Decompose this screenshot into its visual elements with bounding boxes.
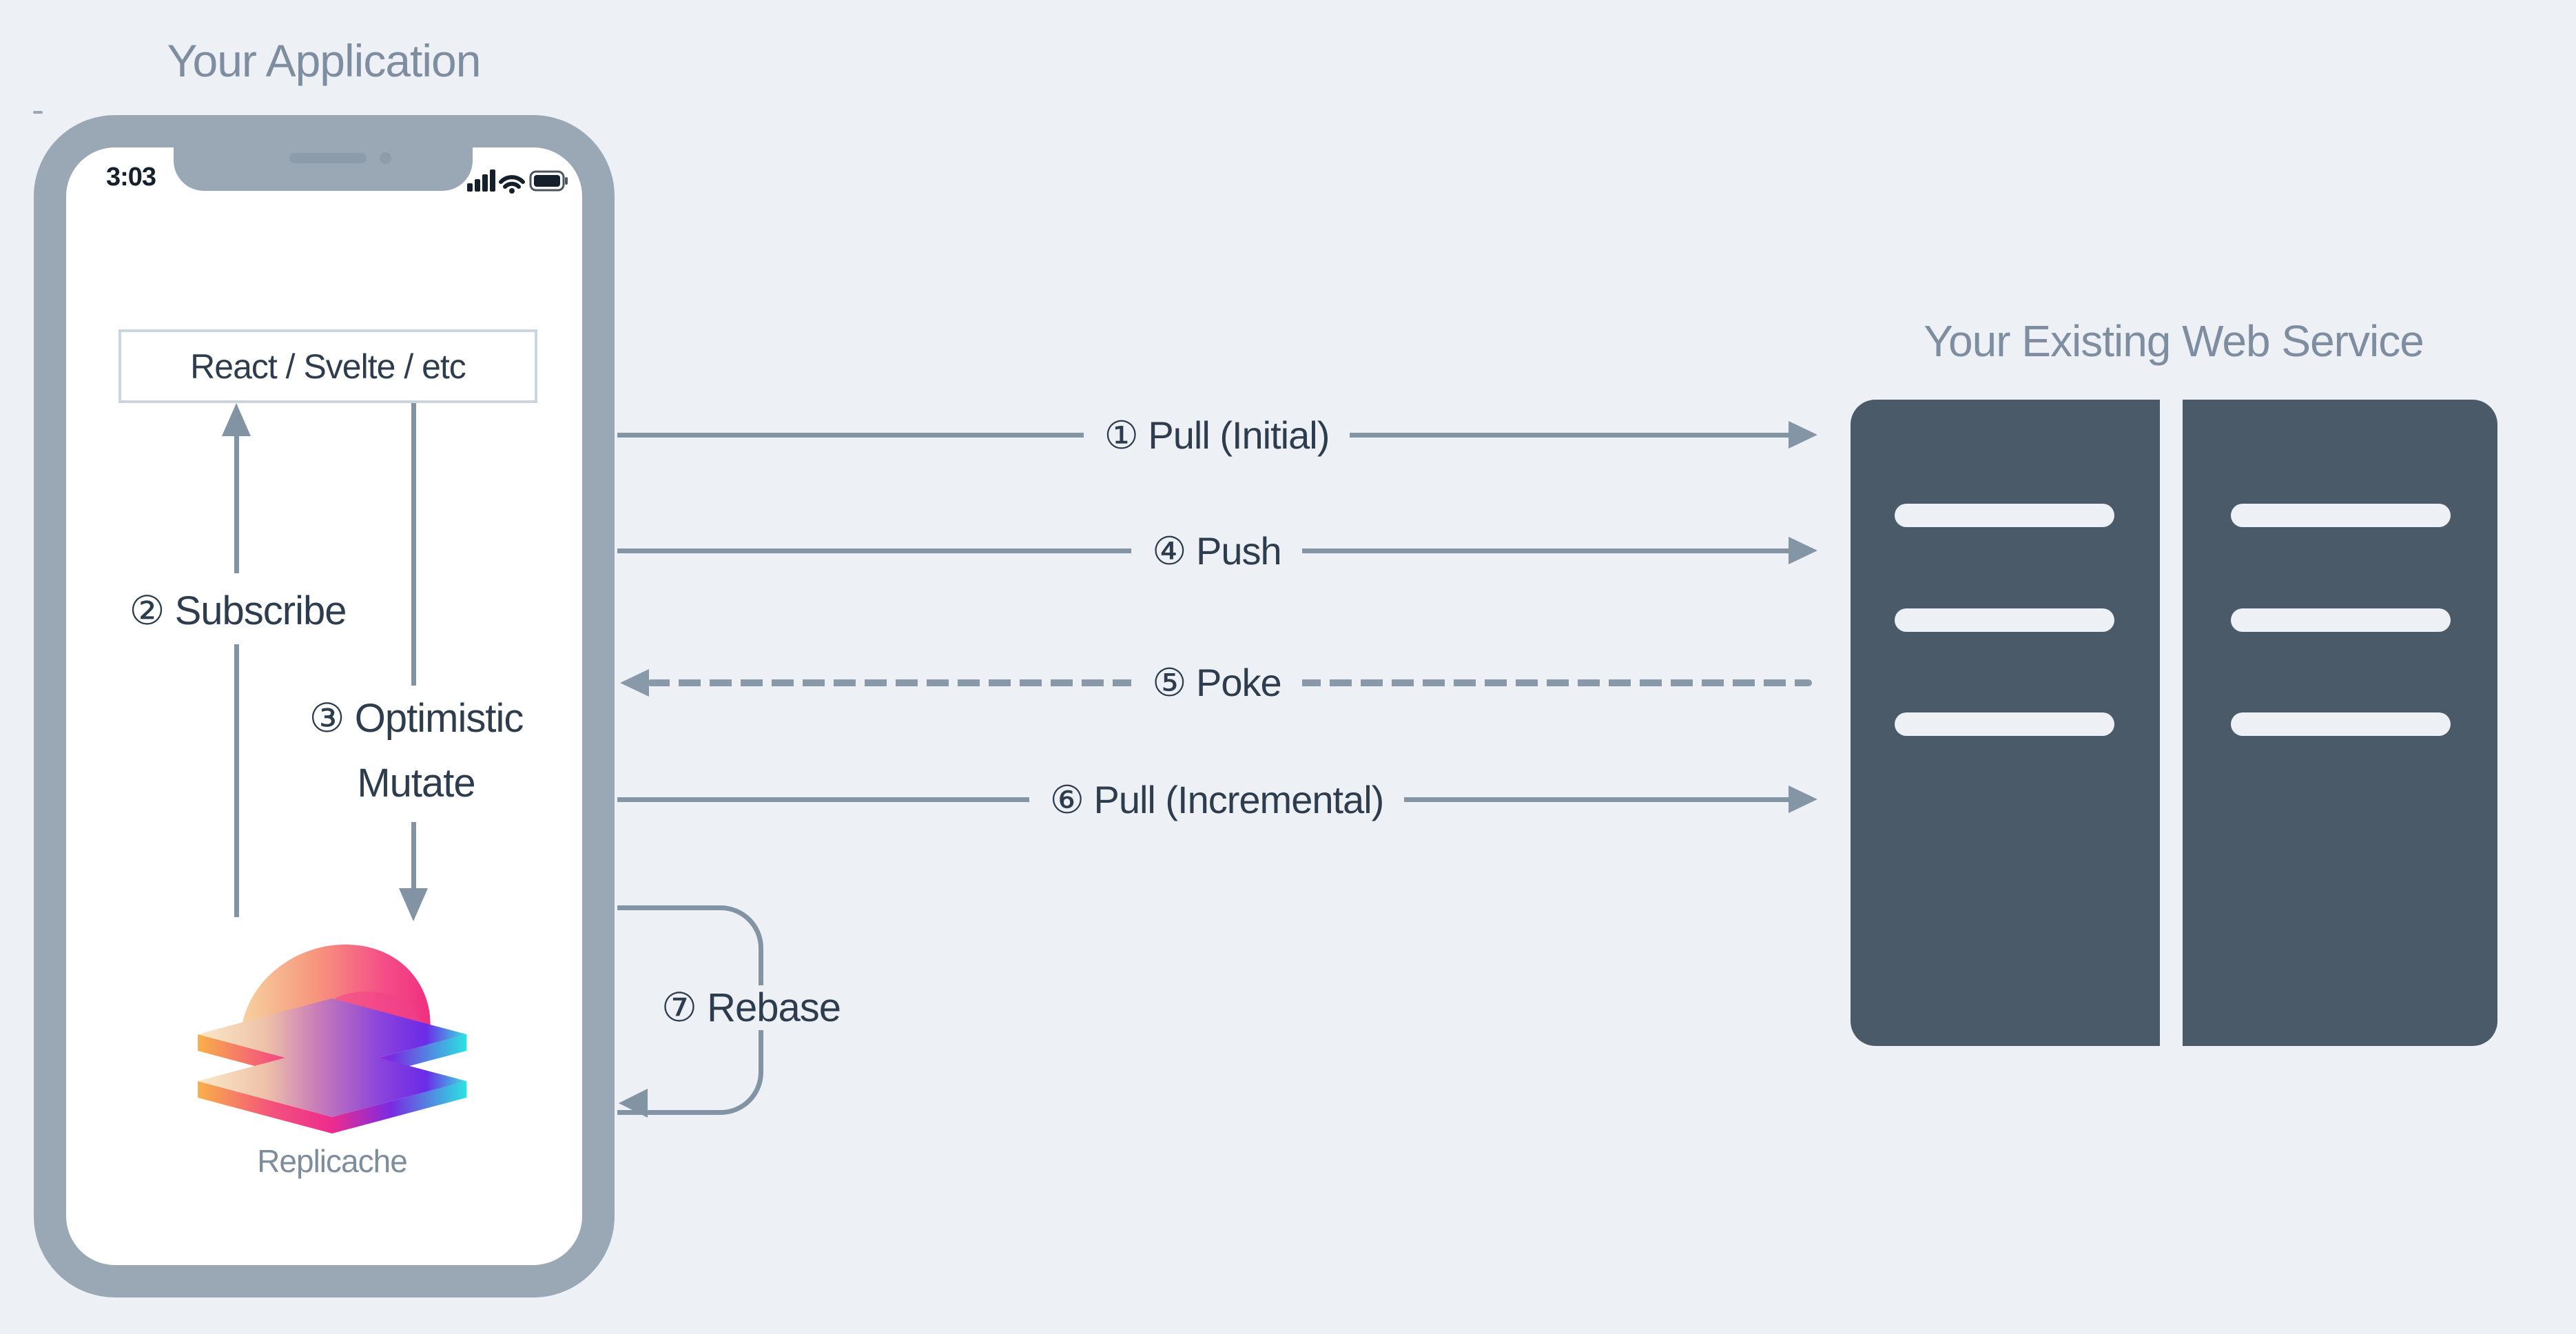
phone-speaker-icon [289, 153, 367, 163]
poke-label: ⑤ Poke [1131, 661, 1302, 704]
push-label-wrap: ④ Push [617, 527, 1816, 575]
pull-initial-label: ① Pull (Initial) [1083, 413, 1350, 457]
status-bar-icons [467, 170, 568, 194]
push-label: ④ Push [1131, 529, 1302, 573]
wifi-icon [499, 175, 525, 194]
framework-box: React / Svelte / etc [119, 329, 537, 403]
server-slot [1895, 608, 2114, 632]
poke-label-wrap: ⑤ Poke [617, 659, 1816, 707]
status-bar-time: 3:03 [105, 163, 156, 192]
pull-incremental-arrowhead-right-icon [1789, 786, 1817, 813]
rebase-label-wrap: ⑦ Rebase [641, 981, 862, 1035]
replicache-label: Replicache [257, 1143, 408, 1179]
optimistic-mutate-label-line2: Mutate [357, 761, 475, 805]
rebase-label: ⑦ Rebase [641, 985, 862, 1030]
subscribe-line-bottom [234, 644, 239, 917]
mutate-line-bottom [411, 822, 416, 890]
poke-arrowhead-left-icon [620, 669, 649, 697]
web-service-title: Your Existing Web Service [1924, 316, 2424, 366]
pull-incremental-label-wrap: ⑥ Pull (Incremental) [617, 776, 1816, 824]
server-slot [1895, 504, 2114, 527]
signal-bars-icon [467, 170, 495, 192]
phone-mockup [34, 115, 615, 1297]
server-slot [2231, 504, 2451, 527]
stray-dash-mark [33, 111, 43, 114]
pull-initial-arrowhead-right-icon [1789, 421, 1817, 449]
app-title: Your Application [167, 35, 482, 86]
server-slot [2231, 608, 2451, 632]
subscribe-line-top [234, 435, 239, 573]
pull-initial-label-wrap: ① Pull (Initial) [617, 411, 1816, 460]
mutate-arrowhead-down-icon [399, 888, 428, 921]
framework-box-label: React / Svelte / etc [190, 347, 466, 386]
replicache-logo-icon [198, 944, 466, 1133]
server-slot [1895, 712, 2114, 736]
optimistic-mutate-label-line1: ③ Optimistic [309, 696, 524, 741]
rebase-arrowhead-left-icon [619, 1089, 648, 1118]
server-slot [2231, 712, 2451, 736]
phone-camera-icon [380, 152, 391, 164]
pull-incremental-label: ⑥ Pull (Incremental) [1029, 778, 1405, 821]
subscribe-label: ② Subscribe [129, 588, 347, 633]
battery-icon [529, 170, 568, 192]
subscribe-arrowhead-up-icon [222, 403, 251, 436]
mutate-line-top [411, 403, 416, 686]
push-arrowhead-right-icon [1789, 537, 1817, 564]
